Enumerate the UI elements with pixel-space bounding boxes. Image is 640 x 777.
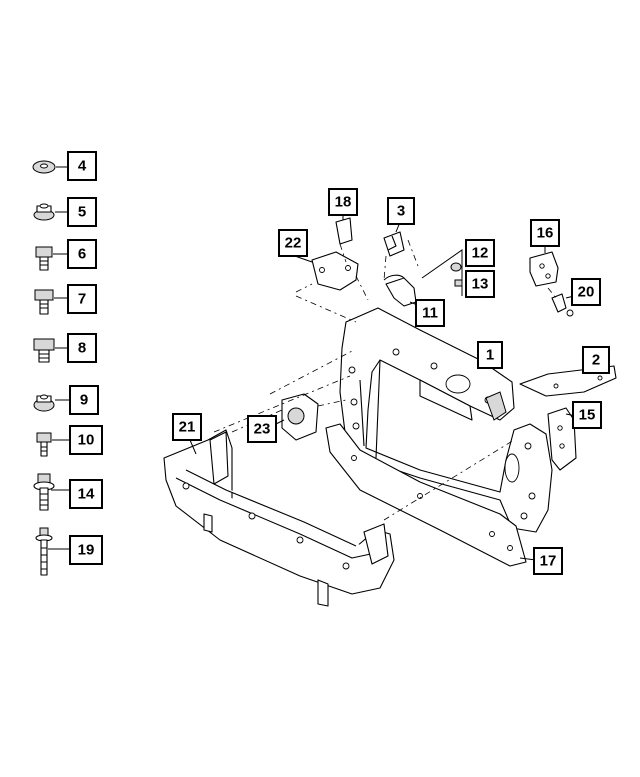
bracket-part-18 — [335, 217, 353, 245]
callout-17-label: 17 — [540, 553, 557, 570]
callout-16-label: 16 — [537, 225, 554, 242]
callout-5-label: 5 — [78, 204, 86, 221]
callout-23: 23 — [247, 415, 277, 443]
bracket-part-22 — [311, 251, 359, 291]
nut-part-12 — [450, 262, 462, 272]
callout-21: 21 — [172, 413, 202, 441]
callout-12: 12 — [465, 239, 495, 267]
callout-4-label: 4 — [78, 158, 87, 175]
callout-4: 4 — [67, 151, 97, 181]
callout-6-label: 6 — [78, 246, 86, 263]
callout-8-label: 8 — [78, 340, 86, 357]
bolt-part-14 — [33, 473, 55, 511]
bracket-part-16 — [529, 251, 559, 287]
callout-14: 14 — [69, 479, 103, 509]
callout-11-label: 11 — [422, 305, 438, 322]
bolt-part-13 — [454, 279, 463, 287]
bracket-part-3 — [383, 231, 405, 257]
callout-10: 10 — [69, 425, 103, 455]
callout-20-label: 20 — [578, 284, 595, 301]
flange-nut-part-5 — [33, 203, 55, 221]
callout-7: 7 — [67, 284, 97, 314]
callout-14-label: 14 — [78, 486, 95, 503]
callout-17: 17 — [533, 547, 563, 575]
callout-6: 6 — [67, 239, 97, 269]
bracket-part-11 — [383, 274, 417, 307]
callout-23-label: 23 — [254, 421, 271, 438]
callout-9: 9 — [69, 385, 99, 415]
callout-19: 19 — [69, 535, 103, 565]
side-panel-part-15 — [547, 407, 577, 471]
nut-part-9 — [33, 394, 55, 412]
callout-18: 18 — [328, 188, 358, 216]
callout-11: 11 — [415, 299, 445, 327]
callout-20: 20 — [571, 278, 601, 306]
bolt-part-8 — [33, 338, 55, 363]
callout-3-label: 3 — [397, 203, 405, 220]
bolt-part-7 — [34, 289, 54, 315]
bracket-part-20 — [551, 293, 574, 317]
callout-15: 15 — [572, 401, 602, 429]
bumper-beam-part-21 — [163, 429, 395, 607]
callout-9-label: 9 — [80, 392, 88, 409]
callout-8: 8 — [67, 333, 97, 363]
callout-2: 2 — [582, 346, 610, 374]
callout-10-label: 10 — [78, 432, 95, 449]
callout-3: 3 — [387, 197, 415, 225]
callout-13-label: 13 — [472, 276, 489, 293]
radiator-support-part-1 — [339, 307, 553, 533]
callout-22: 22 — [278, 229, 308, 257]
callout-7-label: 7 — [78, 291, 86, 308]
washer-part-4 — [32, 160, 56, 174]
callout-18-label: 18 — [335, 194, 352, 211]
bolt-part-6 — [35, 246, 53, 271]
callout-5: 5 — [67, 197, 97, 227]
callout-2-label: 2 — [592, 352, 600, 369]
callout-13: 13 — [465, 270, 495, 298]
bolt-part-10 — [36, 432, 52, 457]
mount-part-23 — [281, 393, 319, 441]
callout-15-label: 15 — [579, 407, 596, 424]
stud-part-19 — [35, 527, 53, 576]
callout-1-label: 1 — [486, 347, 494, 364]
callout-22-label: 22 — [285, 235, 302, 252]
callout-19-label: 19 — [78, 542, 95, 559]
callout-12-label: 12 — [472, 245, 489, 262]
callout-16: 16 — [530, 219, 560, 247]
callout-21-label: 21 — [179, 419, 196, 436]
callout-1: 1 — [477, 341, 503, 369]
